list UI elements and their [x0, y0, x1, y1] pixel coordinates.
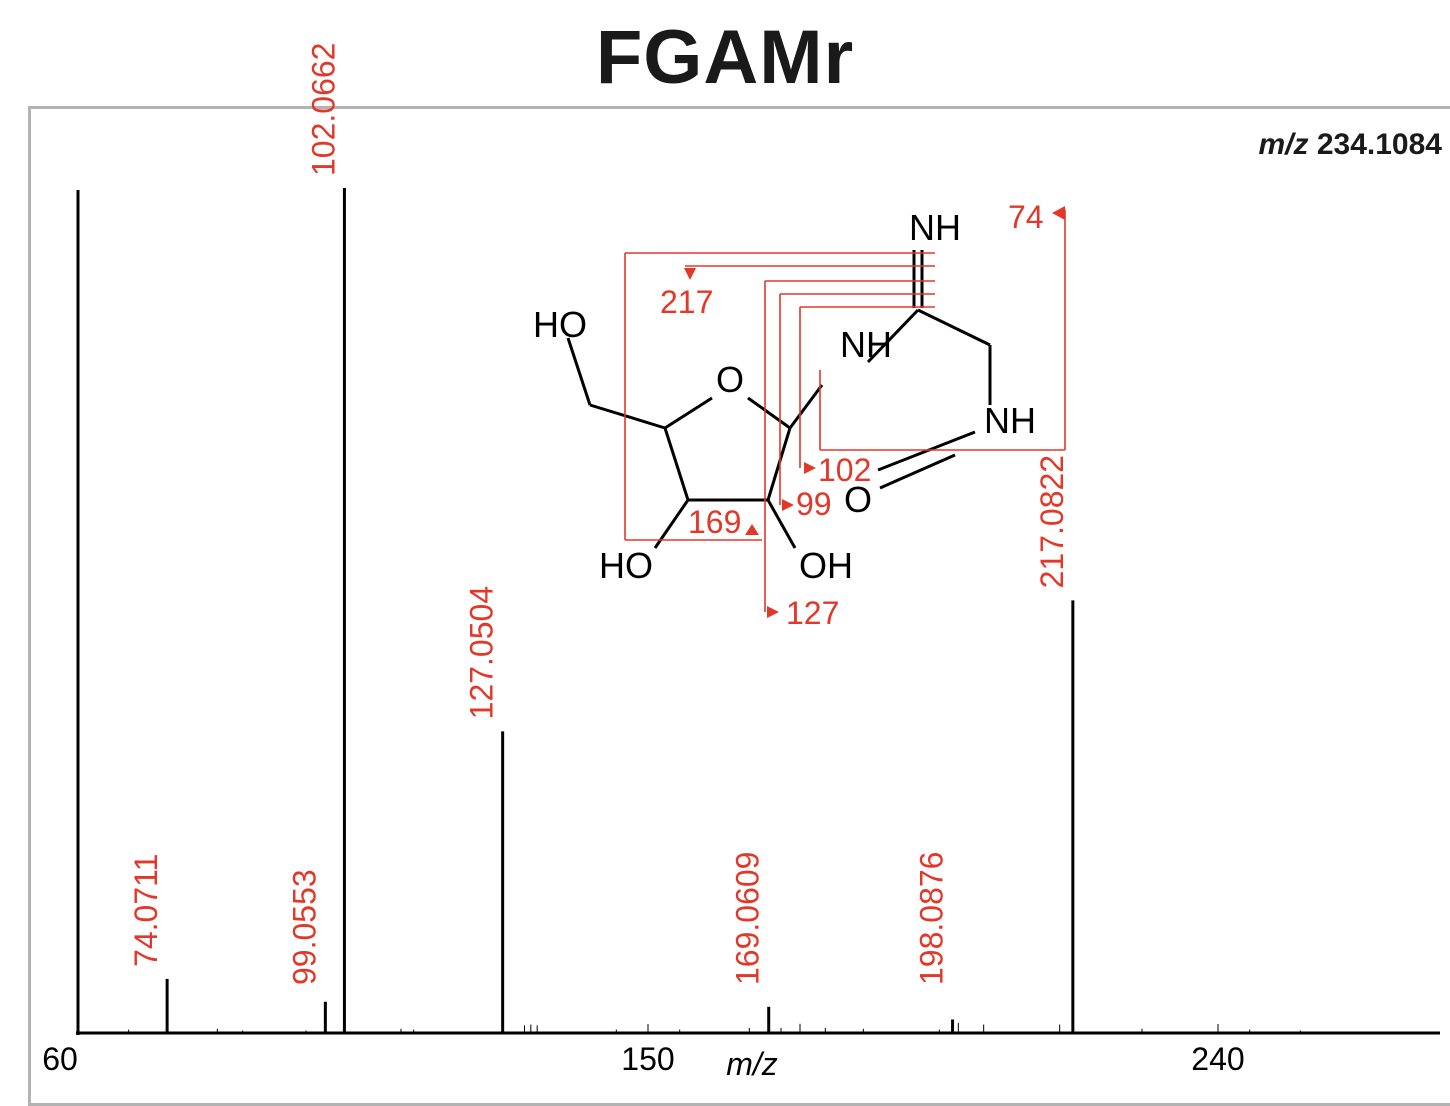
- bond: [917, 308, 991, 347]
- atom-label: NH: [909, 207, 961, 248]
- fragment-label: 217: [660, 284, 713, 320]
- fragment-label: 74: [1008, 199, 1044, 235]
- x-tick-label: 240: [1191, 1041, 1244, 1077]
- fragment-arrow: [767, 606, 779, 618]
- precursor-prefix: m/z: [1258, 128, 1309, 161]
- fragment-arrow: [782, 499, 794, 511]
- bond: [747, 396, 791, 430]
- atom-label: NH: [984, 400, 1036, 441]
- fragment-label: 102: [818, 452, 871, 488]
- precursor-label: m/z 234.1084: [1259, 128, 1443, 162]
- atom-label: OH: [799, 545, 853, 586]
- x-tick-label: 60: [42, 1041, 78, 1077]
- fragment-label: 127: [786, 595, 839, 631]
- bond: [663, 427, 690, 501]
- x-axis-label: m/z: [726, 1046, 778, 1082]
- chart-title: FGAMr: [595, 15, 855, 100]
- atom-label: NH: [840, 324, 892, 365]
- bond-double: [879, 453, 956, 490]
- fragment-arrow: [684, 268, 696, 280]
- atom-label: O: [844, 479, 872, 520]
- peak-label: 102.0662: [305, 43, 341, 176]
- peak-label: 169.0609: [730, 852, 766, 985]
- bond: [788, 384, 824, 429]
- peak-label: 99.0553: [286, 869, 322, 985]
- peak-label: 217.0822: [1034, 455, 1070, 588]
- atom-label: O: [716, 359, 744, 400]
- atom-label: HO: [599, 545, 653, 586]
- x-tick-label: 150: [621, 1041, 674, 1077]
- bond: [877, 430, 976, 472]
- bond: [589, 403, 666, 430]
- fragment-arrow: [1052, 206, 1065, 220]
- bond: [766, 427, 792, 501]
- bond: [664, 396, 713, 430]
- atom-label: HO: [533, 304, 587, 345]
- fragment-arrow: [745, 524, 759, 535]
- fragment-arrow: [804, 462, 816, 474]
- peak-label: 198.0876: [914, 852, 950, 985]
- precursor-value: 234.1084: [1316, 128, 1442, 161]
- bond: [566, 337, 592, 406]
- peak-label: 127.0504: [464, 586, 500, 719]
- fragment-label: 169: [688, 504, 741, 540]
- bond: [766, 499, 797, 549]
- peak-label: 74.0711: [128, 854, 164, 967]
- bond: [866, 308, 920, 364]
- fragment-label: 99: [796, 486, 832, 522]
